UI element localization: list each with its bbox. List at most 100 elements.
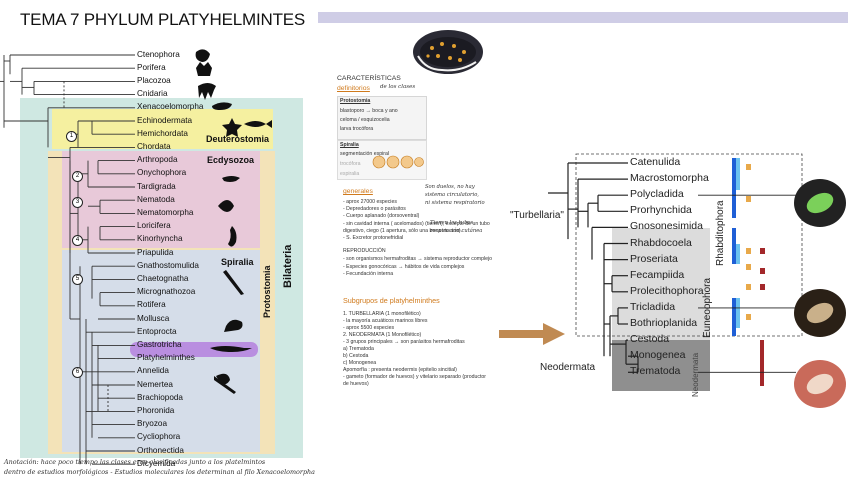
spiral-cleavage-sketch: [372, 155, 424, 169]
spiralia-line: segmentación espiral: [340, 151, 390, 157]
reproduccion-line: - Fecundación interna: [343, 271, 394, 277]
label-ecdysozoa: Ecdysozoa: [207, 155, 255, 165]
taxon-label: Priapulida: [137, 247, 174, 257]
subgroups-line: 2. NEODERMATA (1 Monofilético): [343, 332, 422, 338]
subgroups-line: - gameto (formador de huevos) y vitelari…: [343, 374, 487, 380]
snail-icon: [224, 319, 243, 332]
ecdysozoa-band: [62, 151, 260, 248]
subgroups-line: de huevos): [343, 381, 369, 387]
platyhelminth-taxon-label: Prolecithophora: [630, 284, 704, 297]
protostomia-line: blastoporo → boca y ano: [340, 108, 398, 114]
node-number: 3: [72, 197, 83, 209]
taxon-label: Chaetognatha: [137, 273, 189, 283]
taxon-label: Placozoa: [137, 75, 171, 85]
fish-icon: [244, 120, 272, 128]
handwritten-note-line-1: Anotación: hace poco tiempo las clases e…: [4, 458, 266, 466]
taxon-label: Nematoda: [137, 194, 175, 204]
red-marker: [760, 268, 765, 274]
taxon-label: Platyhelminthes: [137, 353, 195, 363]
platyhelminth-taxon-label: Tricladida: [630, 300, 676, 313]
reproduccion-heading: REPRODUCCIÓN: [343, 248, 386, 254]
platyhelminth-taxon-label: Macrostomorpha: [630, 172, 709, 185]
taxon-label: Orthonectida: [137, 445, 184, 455]
platyhelminth-taxon-label: Polycladida: [630, 188, 684, 201]
handwritten-note-line-2: dentro de estudios morfológicos - Estudi…: [4, 468, 315, 476]
orange-marker: [746, 264, 751, 270]
spiralia-line: trocófora: [340, 161, 361, 167]
taxon-label: Rotifera: [137, 300, 166, 310]
hand-note-line: sistema circulatorio,: [425, 192, 479, 198]
page-title: TEMA 7 PHYLUM PLATYHELMINTES: [20, 10, 306, 29]
taxon-label: Gastrotricha: [137, 339, 182, 349]
neodermata-red-bar: [760, 340, 764, 386]
red-marker: [760, 248, 765, 254]
hand-note-line: Son duelos, no hay: [425, 184, 475, 190]
chaetognath-icon: [223, 270, 244, 295]
label-bilateria: Bilateria: [282, 244, 294, 288]
platyhelminth-taxon-label: Prorhynchida: [630, 204, 692, 217]
neodermata-vertical-label: Neodermata: [691, 352, 700, 397]
subgrupos-title: Subgrupos de platyhelminthes: [343, 296, 440, 305]
node-number: 6: [72, 366, 83, 378]
taxon-label: Kinorhyncha: [137, 234, 183, 244]
taxon-label: Tardigrada: [137, 181, 176, 191]
platyhelminth-taxon-label: Trematoda: [630, 365, 681, 378]
taxon-label: Brachiopoda: [137, 392, 183, 402]
platyhelminth-taxon-label: Proseriata: [630, 252, 678, 265]
porifera-silhouette-icon: [196, 62, 212, 76]
label-protostomia: Protostomia: [262, 265, 272, 318]
subgroups-line: c) Monogenea: [343, 360, 377, 366]
node-number: 4: [72, 234, 83, 246]
orange-marker: [746, 248, 751, 254]
platyhelminth-taxon-label: Cestoda: [630, 333, 670, 346]
generales-line: - Cuerpo aplanado (dorsoventral): [343, 213, 420, 220]
generales-line: - S. Excretor protonefridial: [343, 235, 404, 241]
clade-light-blue-bar-3: [736, 244, 740, 264]
spiralia-box-title: Spiralia: [340, 142, 359, 148]
node-number: 1: [66, 131, 77, 143]
taxon-label: Mollusca: [137, 313, 170, 323]
generales-line: - Depredadores o parásitos: [343, 206, 406, 213]
label-deuterostomia: Deuterostomia: [206, 134, 270, 144]
rhabditophora-blue-bar: [732, 158, 736, 218]
node-number: 2: [72, 170, 83, 182]
taxon-label: Phoronida: [137, 405, 175, 415]
echinoderm-star-icon: [222, 118, 242, 137]
generales-heading: generales: [343, 188, 373, 195]
animal-phylogeny: [0, 49, 303, 465]
node-number: 5: [72, 274, 83, 286]
taxon-label: Xenacoelomorpha: [137, 102, 204, 112]
taxon-label: Echinodermata: [137, 115, 193, 125]
protostomia-box: Protostomia blastoporo → boca y ano celo…: [337, 96, 427, 140]
subgroups-line: b) Cestoda: [343, 353, 369, 359]
platyhelminth-taxon-label: Bothrioplanida: [630, 317, 698, 329]
platyhelminth-taxon-label: Fecampiida: [630, 268, 685, 281]
platyhelminth-taxon-label: Catenulida: [630, 156, 681, 168]
subgroups-line: 1. TURBELLARIA (1 monofilético): [343, 311, 421, 317]
protostomia-line: celoma / esquizocelia: [340, 117, 390, 123]
taxon-label: Arthropoda: [137, 155, 178, 165]
taxon-label: Bryozoa: [137, 419, 168, 429]
turbellaria-label: "Turbellaria": [510, 210, 564, 221]
arrow-icon: [499, 323, 565, 345]
rhabditophora-blue-bar-2: [732, 228, 736, 264]
taxon-label: Cycliophora: [137, 432, 181, 442]
taxon-label: Nematomorpha: [137, 207, 194, 217]
annelid-icon: [210, 346, 252, 352]
platyhelminthes-highlight: [130, 342, 258, 357]
photo-flatworm-top: [413, 30, 483, 74]
taxon-label: Dicyemida: [137, 458, 176, 468]
orange-marker: [746, 314, 751, 320]
hand-note-line: respiración cutánea: [430, 228, 483, 234]
clade-light-blue-bar-2: [736, 298, 740, 328]
euneoophora-label: Euneoophora: [702, 277, 713, 338]
taxon-label: Micrognathozoa: [137, 287, 196, 297]
platyhelminth-taxon-label: Monogenea: [630, 349, 686, 362]
protostomia-line: larva trocófora: [340, 126, 374, 132]
neodermata-label: Neodermata: [540, 362, 596, 373]
platyhelminth-taxon-label: Rhabdocoela: [630, 236, 692, 249]
orange-marker: [746, 196, 751, 202]
subgroups-line: - aprox 5500 especies: [343, 325, 395, 331]
ecdysozoa-insect-icon: [222, 176, 240, 182]
